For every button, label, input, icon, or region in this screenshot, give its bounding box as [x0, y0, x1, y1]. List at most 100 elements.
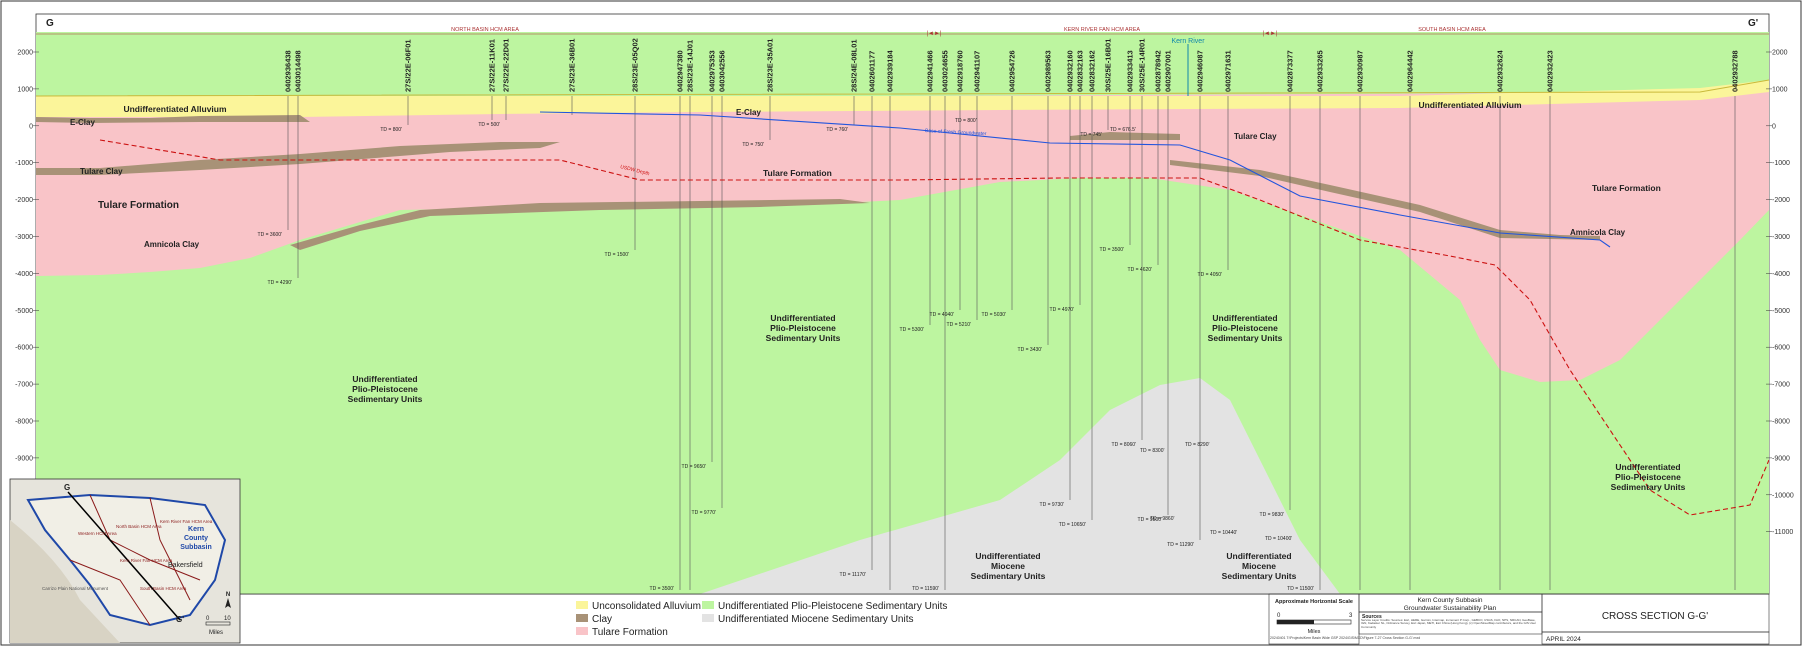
well-name-label: 0402873377	[1286, 50, 1295, 92]
well-name-label: 0403042556	[718, 50, 727, 92]
alluvium-left-label: Undifferentiated Alluvium	[123, 104, 227, 114]
sources-text-box: Service Layer Credits: Sources: Esri, HE…	[1361, 619, 1536, 628]
plio-label-1-line3: Sedimentary Units	[348, 394, 423, 404]
well-total-depth-label: TD = 9500'	[1138, 517, 1162, 523]
extra-total-depth-label: TD = 9860'	[1150, 516, 1174, 522]
e-clay-left-layer	[36, 115, 310, 123]
extra-total-depth-label: TD = 676.5'	[1110, 127, 1136, 133]
elev-tick-left: 1000	[17, 86, 33, 93]
elev-tick-right: 1000	[1772, 86, 1788, 93]
eclay-left-label: E-Clay	[70, 118, 95, 127]
inset-hcm-boundary-2	[149, 497, 191, 601]
miocene-label-1-line2: Miocene	[991, 561, 1025, 571]
extra-total-depth-label: TD = 8300'	[1140, 448, 1164, 454]
north-arrow-icon	[225, 598, 231, 608]
inset-label-south: South Basin HCM Area	[140, 586, 187, 591]
miocene-label-1-line1: Undifferentiated	[975, 551, 1040, 561]
inset-section-line	[67, 491, 181, 621]
well-name-label: 0402601177	[868, 51, 877, 92]
plio-label-3-line2: Plio-Pleistocene	[1212, 323, 1278, 333]
plio-label-3-line3: Sedimentary Units	[1208, 333, 1283, 343]
well-name-label: 27S/22E-11K01	[488, 39, 497, 92]
tulare-formation-left-label: Tulare Formation	[98, 200, 179, 211]
well-total-depth-label: TD = 11290'	[1167, 542, 1194, 548]
well-name-label: 28S/23E-35A01	[766, 39, 775, 92]
legend: Unconsolidated Alluvium Clay Tulare Form…	[576, 601, 947, 638]
miocene-label-1-line3: Sedimentary Units	[971, 571, 1046, 581]
well-name-label: 0402975353	[708, 50, 717, 92]
well-total-depth-label: TD = 9830'	[1260, 512, 1284, 518]
alluvium-right-label: Undifferentiated Alluvium	[1418, 100, 1522, 110]
extra-total-depth-label: TD = 10440'	[1210, 530, 1237, 536]
well-name-label: 0403014498	[294, 50, 303, 92]
well-total-depth-label: TD = 745'	[1080, 132, 1102, 138]
elev-tick-right: -4000	[1772, 271, 1790, 278]
well-total-depth-label: TD = 800'	[380, 127, 402, 133]
inset-city: Bakersfield	[168, 562, 203, 569]
inset-label-fan-2: Kern River Fan HCM Area	[120, 558, 173, 563]
elev-tick-left: -8000	[15, 419, 33, 426]
well-name-label: 0402832162	[1088, 50, 1097, 92]
sheet-date: APRIL 2024	[1546, 636, 1581, 643]
tulare-clay-right-label: Tulare Clay	[1234, 132, 1277, 141]
legend-label-clay: Clay	[592, 614, 612, 625]
well-name-label: 0402932423	[1546, 50, 1555, 92]
base-fresh-groundwater-line	[539, 111, 1611, 248]
plio-label-4-line1: Undifferentiated	[1615, 462, 1680, 472]
well-name-label: 30S/25E-16B01	[1104, 39, 1113, 92]
well-name-label: 0402941107	[973, 51, 982, 92]
legend-swatch-alluvium	[576, 601, 588, 609]
alluvium-unit	[36, 80, 1769, 117]
well-name-label: 0402971631	[1224, 50, 1233, 92]
plio-label-2-line2: Plio-Pleistocene	[770, 323, 836, 333]
amnicola-right-label: Amnicola Clay	[1570, 228, 1626, 237]
scale-unit: Miles	[1308, 629, 1321, 635]
well-total-depth-label: TD = 4970'	[1050, 307, 1074, 313]
ground-surface	[36, 79, 1769, 97]
inset-scale-unit: Miles	[209, 630, 223, 636]
inset-title-line1: Kern	[188, 526, 204, 533]
well-name-label: 0402932624	[1496, 49, 1505, 92]
legend-swatch-plio	[702, 601, 714, 609]
inset-label-carrizo: Carrizo Plain National Monument	[42, 586, 109, 591]
well-total-depth-label: TD = 4940'	[930, 312, 954, 318]
elev-tick-right: -6000	[1772, 345, 1790, 352]
elevation-axis-right: 200010000-1000-2000-3000-4000-5000-6000-…	[1766, 50, 1794, 536]
file-path-box: 20240401 T:\Projects\Kern Basin Wide GSP…	[1270, 636, 1420, 640]
project-line1: Kern County Subbasin	[1417, 597, 1482, 604]
miocene-label-2-line1: Undifferentiated	[1226, 551, 1291, 561]
well-total-depth-label: TD = 9730'	[1040, 502, 1064, 508]
well-total-depth-label: TD = 4290'	[268, 280, 292, 286]
north-arrow-label: N	[226, 592, 230, 598]
inset-label-north: North Basin HCM Area	[116, 524, 162, 529]
tulare-clay-left-label: Tulare Clay	[80, 167, 123, 176]
legend-label-alluvium: Unconsolidated Alluvium	[592, 601, 701, 612]
eclay-mid-label: E-Clay	[736, 108, 761, 117]
elev-tick-left: 2000	[17, 50, 33, 57]
well-name-label: 0402932160	[1066, 50, 1075, 92]
amnicola-clay-left-layer	[290, 199, 870, 250]
well-total-depth-label: TD = 3500'	[1100, 247, 1124, 253]
well-name-label: 0402932788	[1731, 50, 1740, 92]
unit-labels: Undifferentiated Alluvium Undifferentiat…	[70, 100, 1686, 581]
well-name-label: 28S/24E-08L01	[850, 39, 859, 92]
area-label-south: SOUTH BASIN HCM AREA	[1418, 27, 1486, 33]
inset-letter-g: G	[64, 483, 70, 492]
project-line2: Groundwater Sustainability Plan	[1404, 605, 1497, 612]
cross-section-plot	[36, 32, 1769, 594]
well-name-label: 0402941466	[926, 50, 935, 92]
inset-title-line2: County	[184, 535, 208, 542]
miocene-label-2-line2: Miocene	[1242, 561, 1276, 571]
well-name-label: 0402989563	[1044, 50, 1053, 92]
elev-tick-right: -11000	[1772, 529, 1793, 536]
elev-tick-right: -2000	[1772, 197, 1790, 204]
elev-tick-right: -5000	[1772, 308, 1790, 315]
well-total-depth-label: TD = 3500'	[650, 586, 674, 592]
well-total-depth-label: TD = 4620'	[1128, 267, 1152, 273]
well-total-depth-label: TD = 1500'	[605, 252, 629, 258]
scale-max: 3	[1349, 613, 1353, 619]
scale-min: 0	[1277, 613, 1281, 619]
well-name-label: 0402907001	[1164, 50, 1173, 92]
elev-tick-left: 0	[29, 123, 33, 130]
inset-label-western: Western HCM Area	[78, 531, 117, 536]
